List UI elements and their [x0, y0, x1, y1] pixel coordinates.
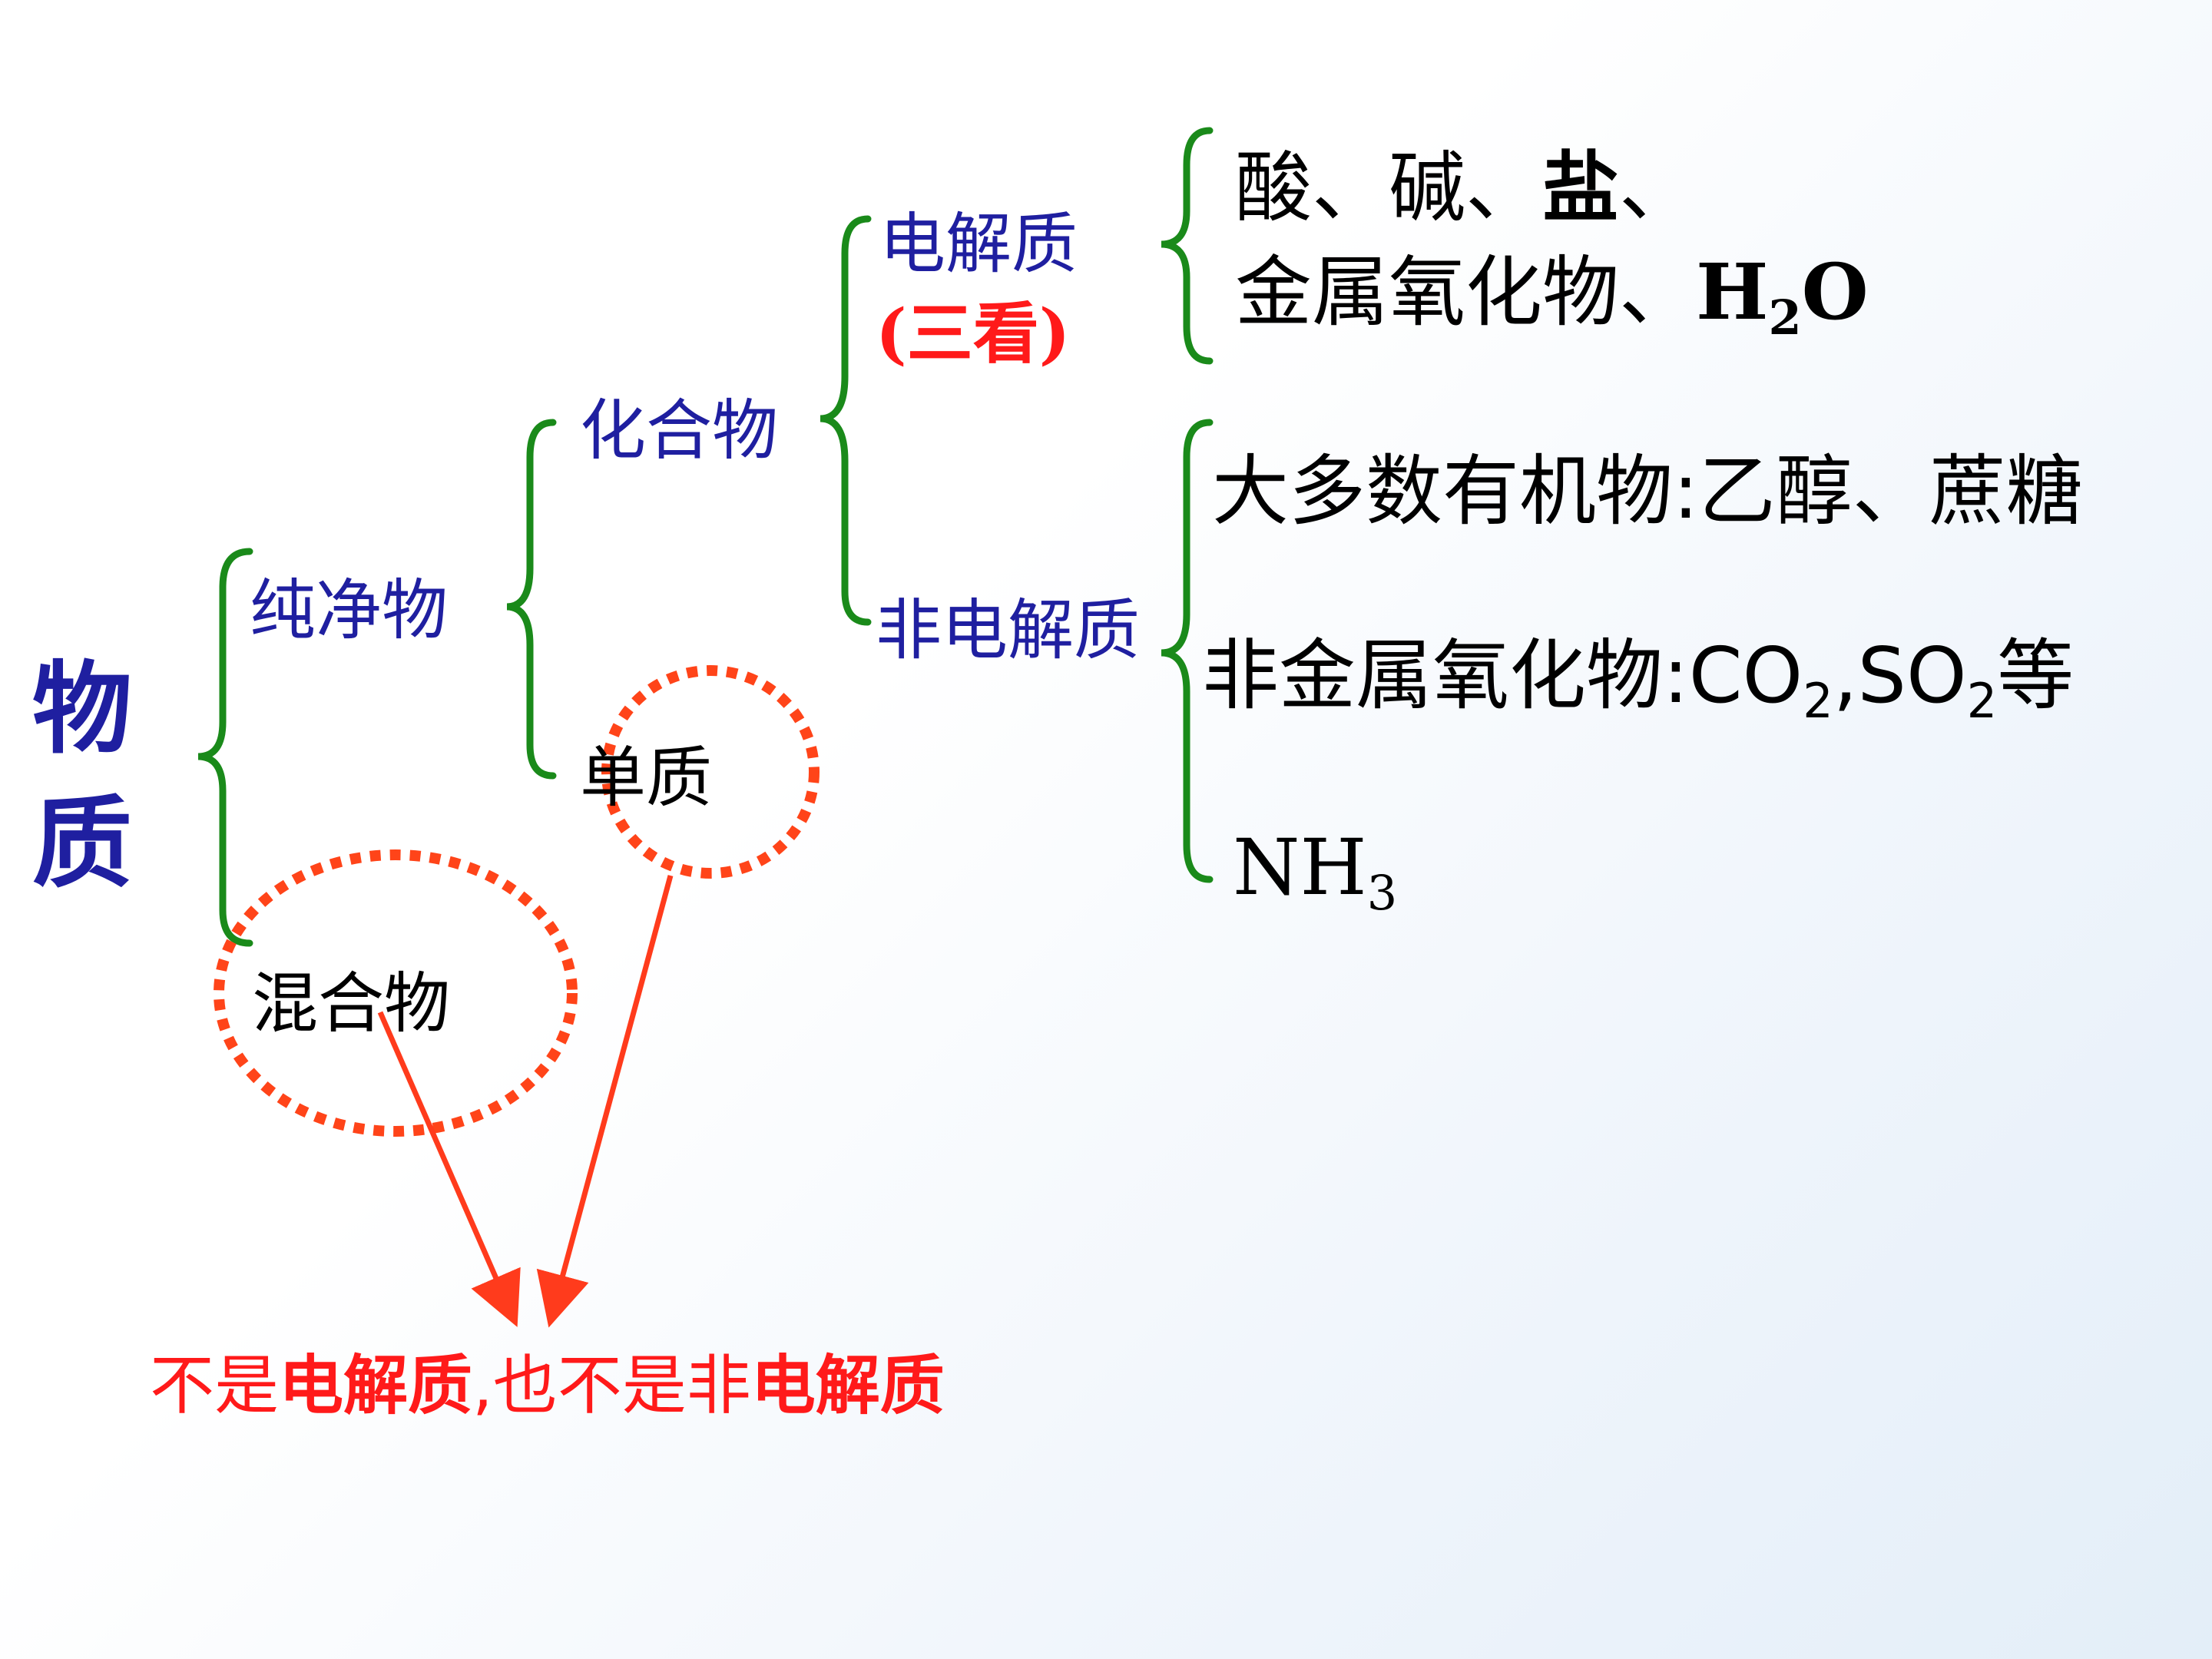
so2-formula: SO2: [1857, 631, 1998, 729]
conclusion-text: 不是电解质,也不是非电解质: [150, 1353, 945, 1418]
node-element: 单质: [580, 740, 712, 816]
conclusion-electrolyte-2: 电解质: [750, 1348, 945, 1423]
metal-oxide-text: 金属氧化物、: [1235, 247, 1696, 337]
arrow-element: [536, 875, 674, 1328]
water-formula: H2O: [1696, 247, 1869, 346]
conclusion-electrolyte: 电解质: [279, 1348, 473, 1423]
brace-compound: [820, 215, 872, 626]
root-label-line2: 质: [32, 785, 133, 902]
non-electrolyte-oxides: 非金属氧化物:CO2,SO2等: [1202, 631, 2075, 729]
nonmetal-oxide-text: 非金属氧化物:: [1202, 631, 1689, 720]
conclusion-nor-non: ,也不是非: [472, 1348, 751, 1423]
non-electrolyte-ammonia: NH3: [1233, 823, 1398, 921]
arrow-mixture: [377, 1011, 521, 1327]
acid-base-text: 酸、碱、: [1235, 143, 1542, 233]
node-mixture: 混合物: [252, 965, 450, 1042]
electrolyte-examples-line2: 金属氧化物、H2O: [1235, 253, 1869, 341]
node-electrolyte: 电解质: [879, 206, 1078, 283]
node-pure-substance: 纯净物: [250, 572, 448, 649]
brace-substance: [197, 548, 253, 947]
salt-text: 盐: [1542, 143, 1619, 233]
non-electrolyte-organic: 大多数有机物:乙醇、蔗糖: [1212, 446, 2083, 536]
brace-non-electrolyte: [1161, 419, 1214, 883]
circle-mixture: [214, 849, 578, 1137]
co2-formula: CO2: [1688, 631, 1833, 729]
conclusion-not: 不是: [150, 1348, 280, 1423]
node-non-electrolyte: 非电解质: [876, 592, 1140, 669]
node-compound: 化合物: [580, 392, 778, 469]
brace-pure: [506, 419, 557, 780]
node-three-look: (三看): [876, 295, 1071, 373]
comma-text: 、: [1619, 143, 1696, 233]
circle-element: [601, 665, 820, 879]
root-label-line1: 物: [32, 651, 133, 767]
electrolyte-examples-line1: 酸、碱、盐、: [1235, 150, 1696, 227]
brace-electrolyte: [1161, 127, 1214, 365]
